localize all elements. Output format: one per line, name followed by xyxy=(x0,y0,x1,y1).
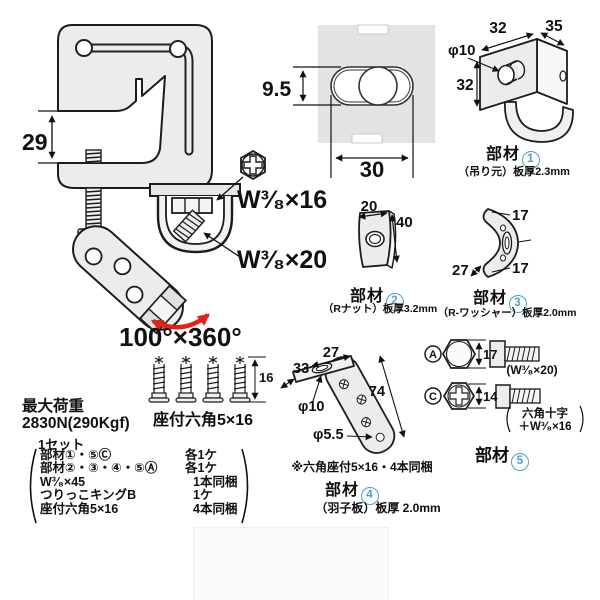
part2-dim-h: 40 xyxy=(396,214,413,231)
set-item: 部材②・③・④・⑤Ⓐ xyxy=(40,461,158,476)
part5-bolt-c-tag: C xyxy=(429,391,437,403)
scan-watermark xyxy=(193,527,389,600)
part4-dim-top: 27 xyxy=(323,345,339,361)
label-w16: W³⁄₈×16 xyxy=(237,186,327,214)
part3-dims xyxy=(470,211,532,277)
set-row: つりっこキングB 1ケ xyxy=(40,488,245,503)
part5-bolt-a-dim-text: 17 xyxy=(483,347,497,362)
part2-spec: （Rナット）板厚3.2mm xyxy=(322,303,438,315)
set-qty: 1ケ xyxy=(193,488,213,503)
dim-30-text: 30 xyxy=(360,157,384,182)
part1-dim-depth: 35 xyxy=(545,18,563,35)
part5-bolt-c xyxy=(424,382,541,410)
set-qty: 4本同梱 xyxy=(193,501,238,516)
set-paren-left xyxy=(29,448,37,524)
part5-bolt-c-spec1: 六角十字 xyxy=(522,408,568,420)
rotation-arrow xyxy=(150,313,210,331)
part4-dim-hole1: φ10 xyxy=(298,399,325,415)
dim-9_5-text: 9.5 xyxy=(262,78,292,101)
rotation-label: 100°×360° xyxy=(119,322,242,352)
set-row: 座付六角5×16 4本同梱 xyxy=(40,501,245,516)
part4-number-badge: 4 xyxy=(361,486,380,505)
part4-spec: （羽子板）板厚 2.0mm xyxy=(315,501,441,515)
max-load-title: 最大荷重 xyxy=(22,398,85,415)
part3-number-badge: 3 xyxy=(509,294,528,313)
phillips-screw-icon xyxy=(240,149,266,181)
set-qty: 各1ケ xyxy=(185,448,217,462)
dim-16 xyxy=(248,356,266,403)
leader-w16 xyxy=(216,176,244,201)
part3-drawing xyxy=(482,208,519,278)
part1-drawing xyxy=(479,38,574,143)
part5-bolt-a xyxy=(424,339,540,369)
clamp-inner-channel xyxy=(75,39,194,156)
set-row: 部材①・⑤Ⓒ 各1ケ xyxy=(40,448,245,462)
part2-dims xyxy=(358,210,400,263)
label-w20: W³⁄₈×20 xyxy=(237,246,327,274)
dim-29-text: 29 xyxy=(22,129,48,155)
set-item: つりっこキングB xyxy=(40,488,137,503)
part1-dims xyxy=(467,32,565,107)
part4-dim-hole2: φ5.5 xyxy=(313,427,344,443)
part5-paren-right xyxy=(579,405,584,433)
part1-dim-side: 32 xyxy=(456,77,473,94)
set-title: 1セット xyxy=(38,437,85,452)
max-load-block: 最大荷重 2830N(290Kgf) xyxy=(22,398,130,432)
set-row: W³⁄₈×45 1本同梱 xyxy=(40,474,245,489)
screws-drawing xyxy=(148,356,251,403)
part3-dim-b: 17 xyxy=(512,260,529,277)
screws-label: 座付六角5×16 xyxy=(152,412,254,429)
set-paren-right xyxy=(241,448,249,524)
set-contents-list: 部材①・⑤Ⓒ 各1ケ 部材②・③・④・⑤Ⓐ 各1ケ W³⁄₈×45 1本同梱 つ… xyxy=(40,448,245,516)
part4-note: ※六角座付5×16・4本同梱 xyxy=(291,460,433,474)
part5-bolt-c-dim xyxy=(468,383,486,409)
clamp-drawing xyxy=(57,24,213,189)
set-qty: 1本同梱 xyxy=(193,474,238,489)
dim-16-text: 16 xyxy=(259,370,273,385)
part4-dim-len: 74 xyxy=(369,384,385,400)
set-qty: 各1ケ xyxy=(185,461,217,476)
part5-bolt-c-dim-text: 14 xyxy=(483,389,498,404)
part5-bolt-c-spec2: ＋W³⁄₈×16 xyxy=(518,421,572,433)
max-load-value: 2830N(290Kgf) xyxy=(22,415,130,432)
part1-dim-top: 32 xyxy=(489,20,506,37)
leader-w20 xyxy=(203,232,241,258)
part3-dim-t: 17 xyxy=(512,207,529,224)
part2-drawing xyxy=(358,210,397,269)
dim-30 xyxy=(330,95,414,178)
part4-dims xyxy=(280,354,406,441)
part1-spec: （吊り元）板厚2.3mm xyxy=(458,166,570,178)
part1-number-badge: 1 xyxy=(522,150,541,169)
dim-29 xyxy=(38,110,58,164)
part3-spec: （R-ワッシャー）板厚2.0mm xyxy=(437,307,577,319)
part5-bolt-a-spec: (W³⁄₈×20) xyxy=(506,363,558,377)
part5-bolt-a-dim xyxy=(468,339,486,369)
part5-number-badge: 5 xyxy=(511,452,529,471)
section-view xyxy=(318,24,435,144)
swivel-joint xyxy=(149,183,241,254)
set-row: 部材②・③・④・⑤Ⓐ 各1ケ xyxy=(40,461,245,476)
set-item: W³⁄₈×45 xyxy=(40,474,86,489)
part2-dim-w: 20 xyxy=(361,198,378,215)
part5-paren-left xyxy=(506,405,511,433)
part1-dim-hole: φ10 xyxy=(448,42,475,59)
dim-9_5 xyxy=(293,66,341,106)
set-item: 部材①・⑤Ⓒ xyxy=(40,448,112,462)
part2-number-badge: 2 xyxy=(386,292,405,311)
part4-dim-left: 33 xyxy=(293,361,309,377)
set-item: 座付六角5×16 xyxy=(40,501,119,516)
part3-dim-l: 27 xyxy=(452,262,469,279)
part5-bolt-a-tag: A xyxy=(429,349,437,361)
